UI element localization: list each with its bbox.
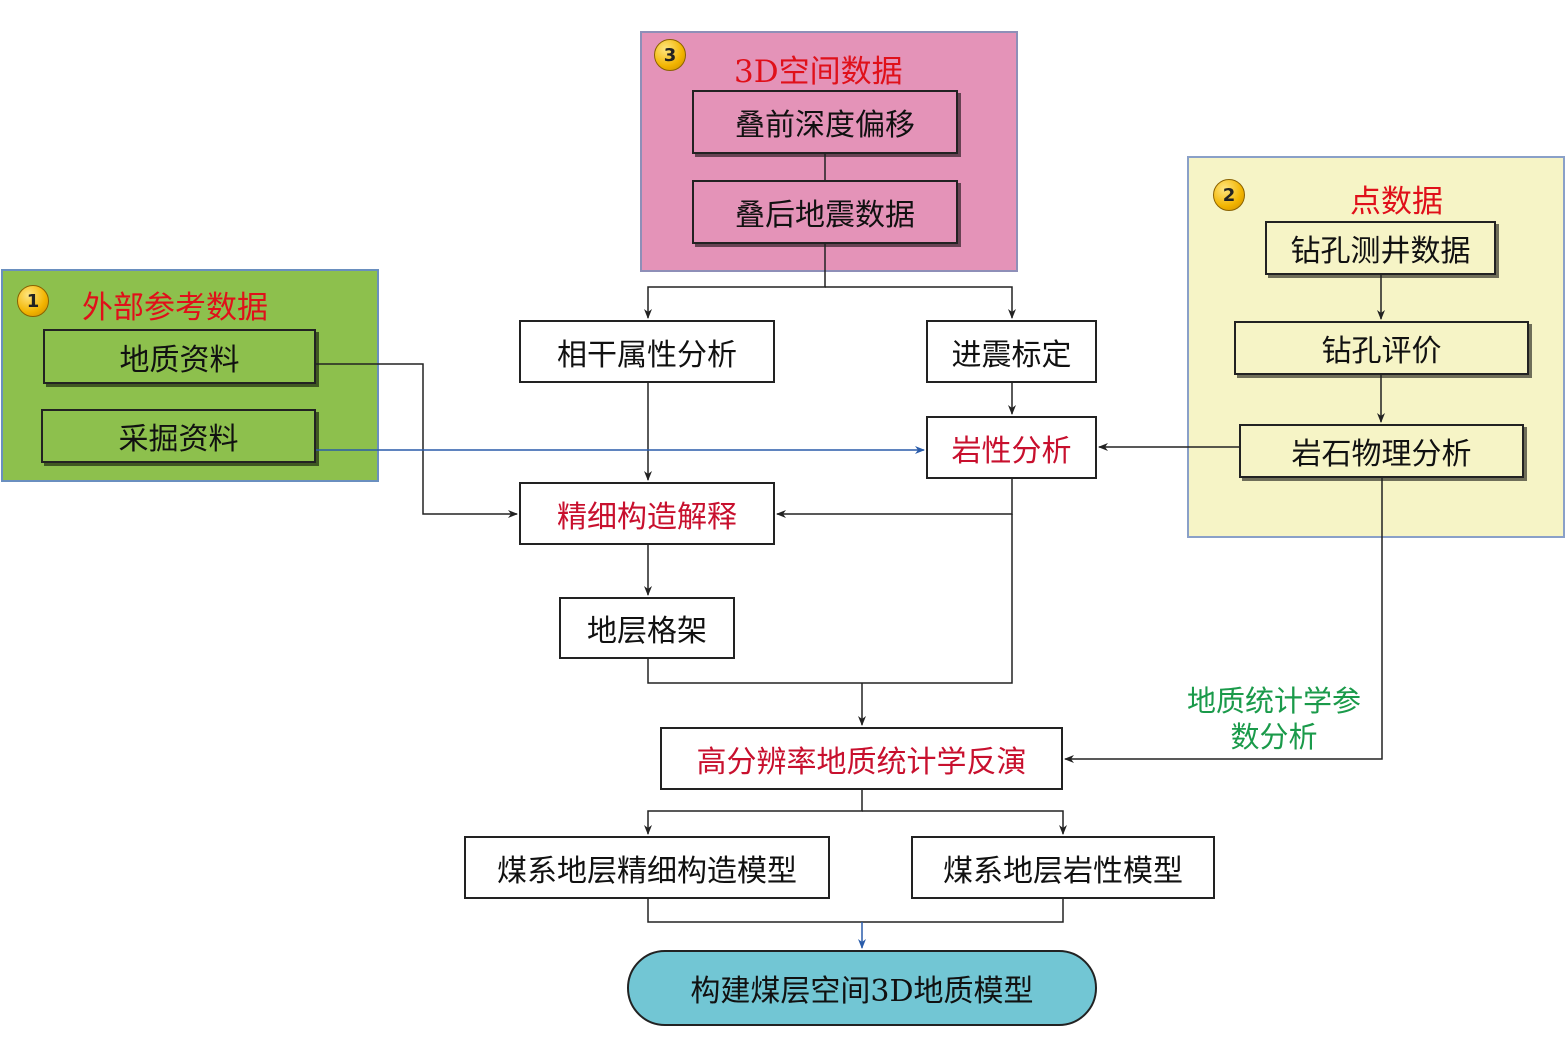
lithology-model-box: 煤系地层岩性模型 bbox=[911, 836, 1215, 899]
link-framework-merge bbox=[647, 514, 1013, 684]
link-lithology-to-structure bbox=[776, 479, 1013, 518]
note-line-1: 地质统计学参 bbox=[1186, 684, 1361, 718]
mining-data-box: 采掘资料 bbox=[41, 409, 316, 463]
badge-1: 1 bbox=[17, 285, 49, 317]
link-rockphysics-to-inversion bbox=[1064, 478, 1383, 763]
badge-2: 2 bbox=[1213, 179, 1245, 211]
external-data-title: 外部参考数据 bbox=[82, 290, 268, 326]
rock-physics-box: 岩石物理分析 bbox=[1239, 424, 1524, 478]
seismic-calibration-box: 进震标定 bbox=[926, 320, 1097, 383]
geostat-parameter-note: 地质统计学参 数分析 bbox=[1172, 683, 1376, 755]
link-inversion-to-lithomodel bbox=[862, 810, 1067, 835]
coherence-attribute-box: 相干属性分析 bbox=[519, 320, 775, 383]
lithology-analysis-box: 岩性分析 bbox=[926, 416, 1097, 479]
link-inversion-split bbox=[644, 790, 863, 835]
final-3d-model-box: 构建煤层空间3D地质模型 bbox=[627, 950, 1097, 1026]
link-spatial-split bbox=[644, 244, 826, 319]
fine-structure-box: 精细构造解释 bbox=[519, 482, 775, 545]
prestack-depth-migration-box: 叠前深度偏移 bbox=[692, 90, 958, 154]
link-geology-to-structure bbox=[316, 363, 518, 518]
poststack-seismic-box: 叠后地震数据 bbox=[692, 180, 958, 244]
geology-data-box: 地质资料 bbox=[43, 329, 316, 384]
spatial-data-title: 3D空间数据 bbox=[734, 54, 903, 90]
structure-model-box: 煤系地层精细构造模型 bbox=[464, 836, 830, 899]
badge-3: 3 bbox=[654, 39, 686, 71]
borehole-logging-box: 钻孔测井数据 bbox=[1265, 221, 1496, 275]
note-line-2: 数分析 bbox=[1230, 720, 1318, 754]
point-data-title: 点数据 bbox=[1350, 184, 1443, 220]
link-spatial-to-calibration bbox=[825, 286, 1016, 319]
link-models-merge bbox=[647, 899, 1064, 923]
geostat-inversion-box: 高分辨率地质统计学反演 bbox=[660, 727, 1063, 790]
borehole-evaluation-box: 钻孔评价 bbox=[1234, 321, 1529, 375]
stratigraphic-framework-box: 地层格架 bbox=[559, 597, 735, 659]
